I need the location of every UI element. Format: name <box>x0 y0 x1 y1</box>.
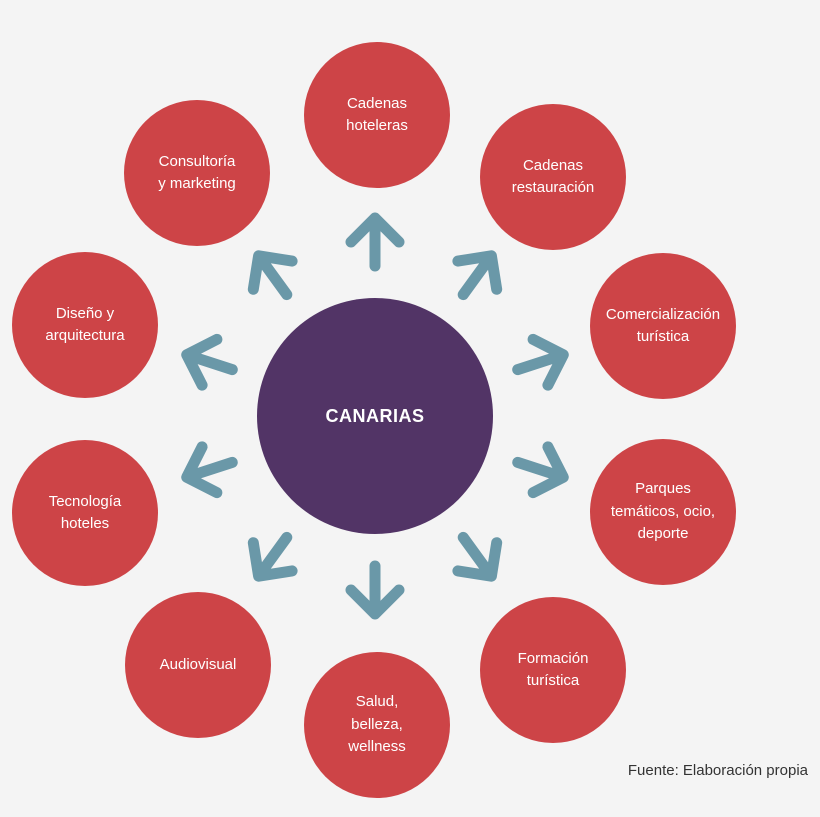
node-cadenas-hoteleras: Cadenas hoteleras <box>304 42 450 188</box>
node-cadenas-restauracion: Cadenas restauración <box>480 104 626 250</box>
arrow-to-diseno-arquitectura <box>181 333 238 391</box>
arrow-to-consultoria-marketing <box>247 250 298 301</box>
node-formacion-turistica: Formación turística <box>480 597 626 743</box>
arrow-to-salud-belleza-wellness <box>345 560 405 620</box>
arrow-to-parques-tematicos <box>512 441 569 499</box>
node-audiovisual: Audiovisual <box>125 592 271 738</box>
center-node-canarias: CANARIAS <box>257 298 493 534</box>
arrow-to-cadenas-hoteleras <box>345 212 405 272</box>
node-comercializacion-turistica: Comercialización turística <box>590 253 736 399</box>
arrow-to-formacion-turistica <box>452 531 503 582</box>
arrow-to-audiovisual <box>247 531 298 582</box>
node-salud-belleza-wellness: Salud, belleza, wellness <box>304 652 450 798</box>
node-consultoria-marketing: Consultoría y marketing <box>124 100 270 246</box>
node-diseno-arquitectura: Diseño y arquitectura <box>12 252 158 398</box>
arrow-to-comercializacion-turistica <box>512 333 569 391</box>
node-parques-tematicos: Parques temáticos, ocio, deporte <box>590 439 736 585</box>
arrow-to-cadenas-restauracion <box>452 250 503 301</box>
source-caption: Fuente: Elaboración propia <box>627 762 808 779</box>
node-tecnologia-hoteles: Tecnología hoteles <box>12 440 158 586</box>
arrow-to-tecnologia-hoteles <box>181 441 238 499</box>
